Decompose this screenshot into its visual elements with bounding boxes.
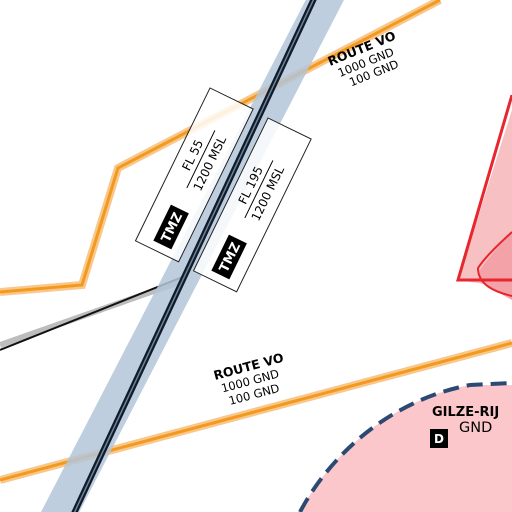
airspace-class-d-icon: [430, 429, 448, 448]
tmz-right-divider: [244, 160, 274, 219]
black-boundary-line: [0, 275, 186, 351]
airfield-floor: GND: [459, 420, 492, 436]
ctr-airspace-area: [300, 385, 512, 512]
tmz-left-divider: [186, 130, 216, 189]
restricted-area-inner: [480, 232, 512, 300]
airspace-class-letter: D: [434, 432, 444, 446]
route-vo-label-top: ROUTE VO 1000 GND 100 GND: [326, 28, 401, 89]
restricted-area-inner-border: [476, 231, 512, 297]
tmz-label-left: TMZ FL 55 1200 MSL: [134, 87, 254, 263]
ctr-boundary-dashed: [298, 381, 512, 512]
tmz-badge-left: [153, 204, 189, 250]
restricted-area-border: [455, 94, 512, 282]
tmz-corridor-centerline-inner: [73, 0, 315, 512]
tmz-label-right: TMZ FL 195 1200 MSL: [192, 117, 312, 293]
tmz-badge-right: [211, 234, 247, 280]
airfield-name: GILZE-RIJ: [432, 405, 499, 420]
airfield-label: GILZE-RIJ D GND: [430, 405, 499, 448]
